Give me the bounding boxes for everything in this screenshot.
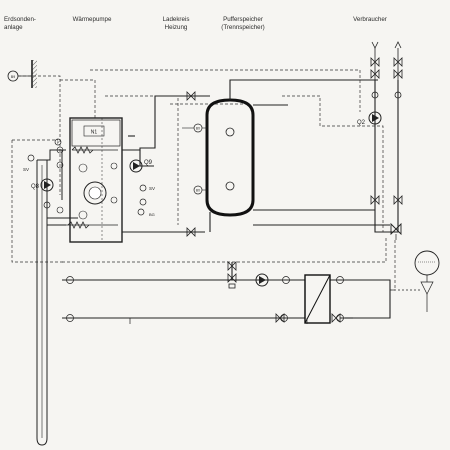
pump-q8: Q8 — [31, 178, 54, 192]
svg-text:Q9: Q9 — [144, 160, 153, 166]
lower-circuit-pump — [255, 273, 269, 287]
pump-q9: Q9 — [129, 159, 153, 173]
control-lines — [11, 69, 384, 263]
pump-q2: Q2 — [357, 111, 382, 126]
brine-pipes — [37, 149, 78, 226]
svg-text:SV: SV — [149, 186, 155, 191]
hp-sensors — [56, 146, 118, 214]
buffer-sensors: BX BX — [182, 123, 207, 195]
svg-text:BG: BG — [149, 212, 155, 217]
valve-ladekreis-bottom — [186, 227, 196, 237]
consumer-supply-pipes — [209, 79, 399, 233]
consumer-group — [370, 41, 403, 205]
svg-text:B9: B9 — [11, 75, 15, 79]
svg-text:SV: SV — [23, 167, 29, 172]
svg-text:BX: BX — [196, 127, 201, 131]
header-pufferspeicher: Pufferspeicher (Trennspeicher) — [221, 16, 265, 31]
heat-pump-unit: N1 — [66, 117, 123, 243]
svg-text:N1: N1 — [91, 130, 98, 136]
svg-text:Q2: Q2 — [357, 120, 366, 126]
consumer-mixing-valve — [390, 222, 402, 240]
svg-text:BX: BX — [196, 189, 201, 193]
manometer — [390, 250, 440, 312]
buffer-tank — [205, 98, 255, 217]
lower-circuit-pipes — [62, 262, 391, 319]
plate-heat-exchanger — [304, 274, 331, 324]
lower-system-frame — [62, 238, 396, 291]
lower-circuit-gauges — [66, 276, 344, 322]
svg-text:Q8: Q8 — [31, 184, 40, 190]
header-erdsondenanlage: Erdsonden- anlage — [4, 16, 36, 31]
header-verbraucher: Verbraucher — [353, 16, 387, 23]
lower-circuit-valves — [227, 261, 341, 323]
heating-safety-valve: SV BG — [137, 184, 155, 217]
brine-safety-valve: SV P — [23, 138, 62, 209]
svg-text:P: P — [57, 141, 60, 145]
valve-ladekreis-top — [186, 91, 196, 101]
header-ladekreis-heizung: Ladekreis Heizung — [162, 16, 190, 31]
earth-probe — [36, 160, 48, 446]
pipe-markers — [129, 318, 308, 324]
ground-wall — [31, 60, 37, 88]
header-waermepumpe: Wärmepumpe — [72, 16, 112, 23]
